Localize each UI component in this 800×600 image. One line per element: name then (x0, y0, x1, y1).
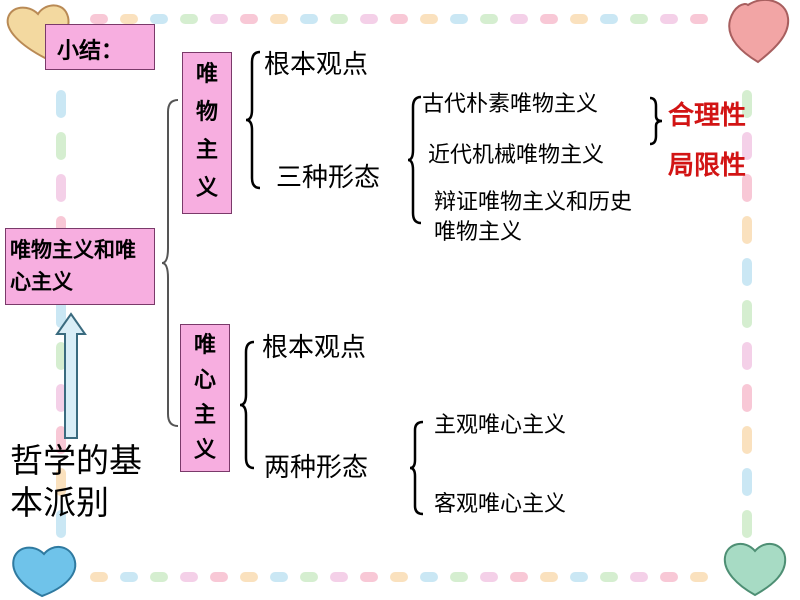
idealism-form-subjective: 主观唯心主义 (434, 413, 567, 438)
curly-brace-icon (161, 99, 179, 427)
curly-brace-icon (245, 50, 261, 190)
border-dash (540, 572, 558, 582)
border-dash (150, 14, 168, 24)
summary-label: 小结： (57, 39, 124, 64)
idealism-label: 唯心主义 (193, 333, 216, 463)
border-dash (56, 426, 66, 454)
border-dash (540, 14, 558, 24)
border-dash (56, 342, 66, 370)
materialism-label: 唯物主义 (195, 62, 218, 201)
border-dash (390, 572, 408, 582)
border-dash (360, 14, 378, 24)
root-box (5, 228, 155, 305)
border-dash (480, 14, 498, 24)
border-dash (120, 572, 138, 582)
border-dash (360, 572, 378, 582)
border-dash (56, 468, 66, 496)
border-dash (742, 174, 752, 202)
border-dash (330, 572, 348, 582)
border-dash (56, 300, 66, 328)
border-dash (56, 132, 66, 160)
border-dash (90, 572, 108, 582)
border-dash (210, 572, 228, 582)
border-dash (742, 132, 752, 160)
heart-icon (723, 542, 787, 597)
materialism-form-ancient: 古代朴素唯物主义 (422, 92, 599, 117)
curly-brace-icon (239, 340, 255, 470)
border-dash (742, 300, 752, 328)
evaluation-limitation: 局限性 (668, 151, 747, 181)
border-dash (570, 14, 588, 24)
border-dash (690, 14, 708, 24)
border-dash (742, 342, 752, 370)
border-dash (742, 426, 752, 454)
border-dash (56, 510, 66, 538)
heart-icon (728, 0, 790, 64)
border-dash (570, 572, 588, 582)
root-label: 唯物主义和唯心主义 (10, 238, 136, 294)
border-dash (150, 572, 168, 582)
origin-label: 哲学的基本派别 (10, 441, 142, 522)
border-dash (630, 14, 648, 24)
border-dash (480, 572, 498, 582)
border-dash (630, 572, 648, 582)
border-dash (742, 258, 752, 286)
idealism-viewpoint: 根本观点 (262, 333, 367, 363)
summary-label-box (45, 24, 155, 70)
border-dash (330, 14, 348, 24)
up-arrow-icon (55, 312, 87, 439)
border-dash (300, 572, 318, 582)
border-dash (600, 572, 618, 582)
materialism-box (182, 52, 232, 214)
right-border-dashes (742, 90, 752, 538)
border-dash (510, 572, 528, 582)
border-dash (660, 14, 678, 24)
curly-brace-icon (409, 420, 424, 516)
materialism-form-dialectical: 辩证唯物主义和历史唯物主义 (434, 190, 633, 245)
border-dash (180, 14, 198, 24)
bottom-border-dashes (90, 572, 708, 582)
border-dash (742, 384, 752, 412)
border-dash (450, 14, 468, 24)
border-dash (180, 572, 198, 582)
border-dash (56, 384, 66, 412)
curly-brace-icon (649, 96, 663, 146)
border-dash (390, 14, 408, 24)
border-dash (120, 14, 138, 24)
border-dash (56, 174, 66, 202)
evaluation-rationality: 合理性 (668, 101, 747, 131)
border-dash (240, 14, 258, 24)
curly-brace-icon (407, 95, 422, 225)
border-dash (690, 572, 708, 582)
border-dash (510, 14, 528, 24)
border-dash (742, 216, 752, 244)
materialism-viewpoint: 根本观点 (264, 50, 369, 80)
border-dash (600, 14, 618, 24)
idealism-box (180, 324, 230, 472)
border-dash (660, 572, 678, 582)
idealism-forms-label: 两种形态 (264, 453, 369, 483)
border-dash (742, 90, 752, 118)
border-dash (90, 14, 108, 24)
materialism-form-modern: 近代机械唯物主义 (428, 143, 605, 168)
border-dash (420, 14, 438, 24)
border-dash (270, 572, 288, 582)
heart-icon (12, 546, 77, 598)
border-dash (450, 572, 468, 582)
top-border-dashes (90, 14, 708, 24)
border-dash (742, 510, 752, 538)
border-dash (56, 90, 66, 118)
border-dash (420, 572, 438, 582)
materialism-forms-label: 三种形态 (276, 163, 381, 193)
idealism-form-objective: 客观唯心主义 (434, 492, 567, 517)
border-dash (240, 572, 258, 582)
border-dash (210, 14, 228, 24)
border-dash (742, 468, 752, 496)
border-dash (270, 14, 288, 24)
border-dash (300, 14, 318, 24)
